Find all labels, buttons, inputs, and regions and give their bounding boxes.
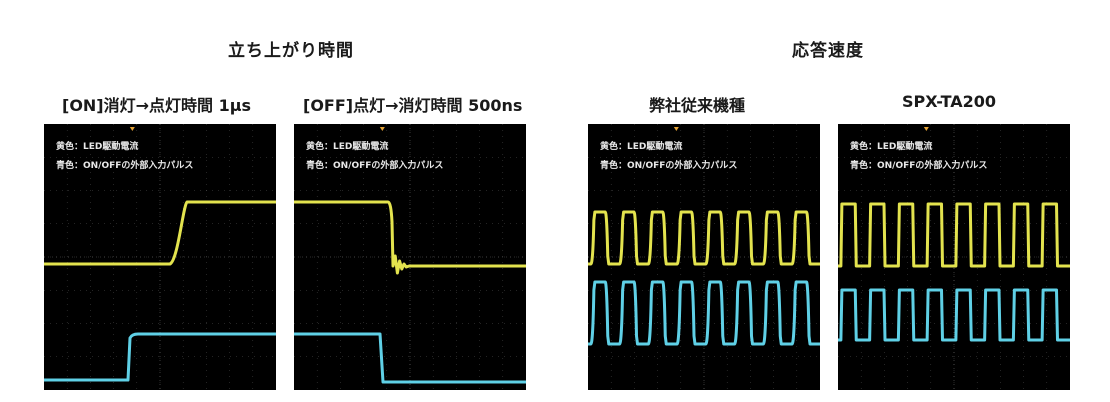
blue-trace [44,332,276,382]
legend: 黄色：LED駆動電流 青色：ON/OFFの外部入力パルス [306,138,443,176]
off-fall-time-plot [294,124,526,390]
on-panel-title: [ON]消灯→点灯時間 1μs [62,96,252,115]
yellow-pulse-trace [838,202,1070,268]
scope-grid [294,124,526,390]
trigger-marker [379,127,385,131]
scope-grid [44,124,276,390]
spx-ta200-plot [838,124,1070,390]
trigger-marker [923,127,929,131]
legacy-model-scope: 黄色：LED駆動電流 青色：ON/OFFの外部入力パルス [588,124,820,390]
yellow-trace [44,200,276,266]
rise-time-section-title: 立ち上がり時間 [228,41,354,61]
on-rise-time-plot [44,124,276,390]
legend: 黄色：LED駆動電流 青色：ON/OFFの外部入力パルス [56,138,193,176]
yellow-trace [294,200,526,275]
on-rise-time-scope: 黄色：LED駆動電流 青色：ON/OFFの外部入力パルス [44,124,276,390]
trigger-marker [673,127,679,131]
legend-yellow-label: 黄色：LED駆動電流 [306,142,389,152]
response-speed-section-title: 応答速度 [792,41,864,61]
off-fall-time-scope: 黄色：LED駆動電流 青色：ON/OFFの外部入力パルス [294,124,526,390]
legend-blue-label: 青色：ON/OFFの外部入力パルス [306,161,444,171]
legacy-panel-title: 弊社従来機種 [649,96,746,115]
yellow-pulse-trace [588,210,820,266]
trigger-marker [129,127,135,131]
legend-blue-label: 青色：ON/OFFの外部入力パルス [56,161,194,171]
legend-yellow-label: 黄色：LED駆動電流 [56,142,139,152]
legend-blue-label: 青色：ON/OFFの外部入力パルス [600,161,738,171]
legend-yellow-label: 黄色：LED駆動電流 [600,142,683,152]
legend: 黄色：LED駆動電流 青色：ON/OFFの外部入力パルス [600,138,737,176]
legend-yellow-label: 黄色：LED駆動電流 [850,142,933,152]
spx-ta200-scope: 黄色：LED駆動電流 青色：ON/OFFの外部入力パルス [838,124,1070,390]
legacy-model-plot [588,124,820,390]
blue-trace [294,332,526,384]
spx-panel-title: SPX-TA200 [902,92,997,111]
off-panel-title: [OFF]点灯→消灯時間 500ns [303,96,523,115]
legend-blue-label: 青色：ON/OFFの外部入力パルス [850,161,988,171]
legend: 黄色：LED駆動電流 青色：ON/OFFの外部入力パルス [850,138,987,176]
blue-pulse-trace [838,288,1070,342]
blue-pulse-trace [588,280,820,346]
